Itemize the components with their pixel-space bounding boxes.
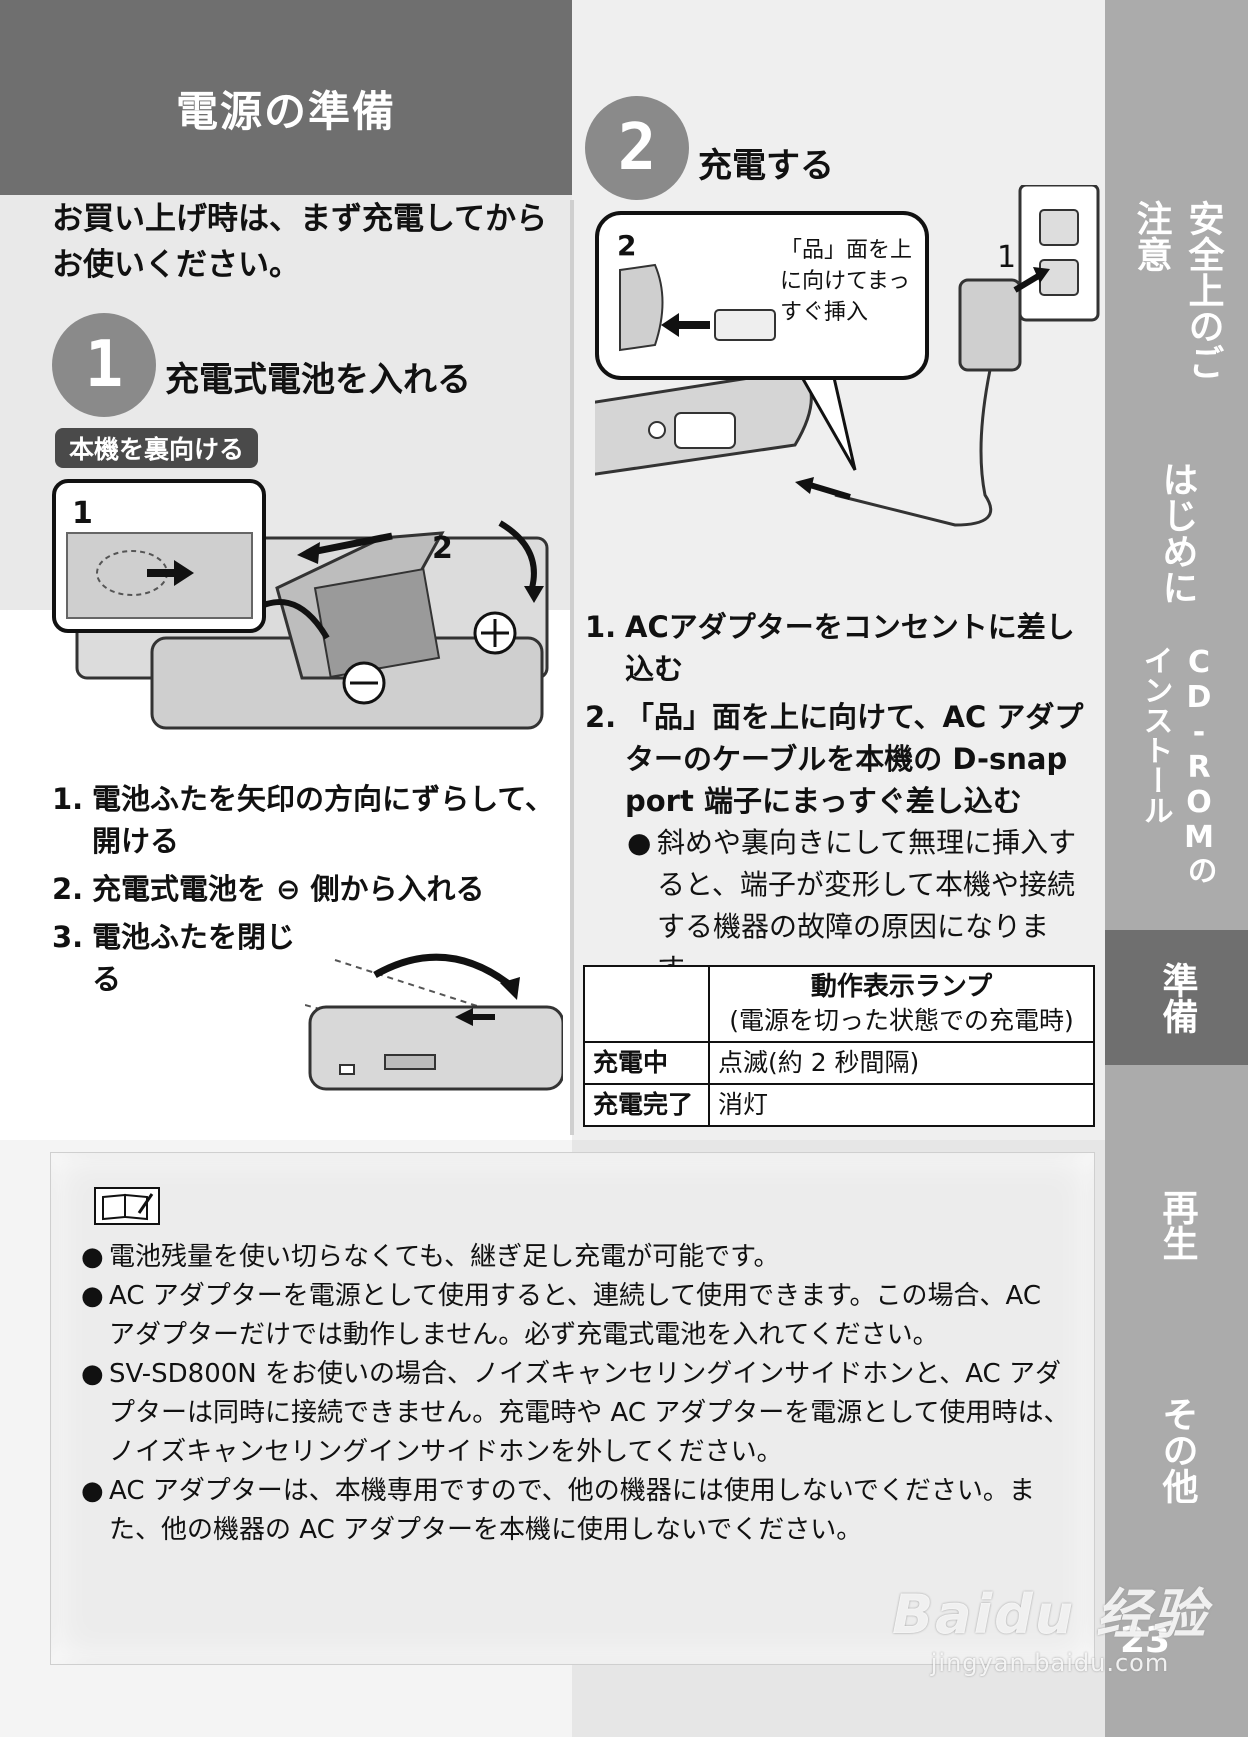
table-subheader: (電源を切った状態での充電時) — [729, 1006, 1074, 1035]
step2-title: 充電する — [698, 146, 834, 186]
tab-introduction[interactable]: はじめに — [1156, 460, 1198, 605]
section-tabs: 安全上のご注意 はじめに CD-ROMのインストール 準備 再生 その他 — [1105, 0, 1248, 1737]
list-item: ●電池残量を使い切らなくても、継ぎ足し充電が可能です。 — [81, 1242, 780, 1272]
tab-safety[interactable]: 安全上のご注意 — [1130, 200, 1224, 380]
step2-instructions: 1.ACアダプターをコンセントに差し込む 2.「品」面を上に向けて、AC アダプ… — [585, 606, 1090, 828]
battery-cover-close-illustration — [305, 953, 563, 1091]
watermark: Baidu 经验 jingyan.baidu.com — [891, 1583, 1208, 1677]
charging-illustration: 2 1 「品」面を上に向けてまっすぐ挿入 — [595, 185, 1100, 527]
charging-inset-label: 2 — [617, 229, 636, 262]
tab-other[interactable]: その他 — [1156, 1396, 1198, 1504]
column-divider — [570, 200, 574, 1135]
list-item: 1.電池ふたを矢印の方向にずらして、開ける — [52, 782, 554, 858]
table-row: 充電完了 消灯 — [583, 1083, 1095, 1127]
list-item: ●SV-SD800N をお使いの場合、ノイズキャンセリングインサイドホンと、AC… — [81, 1359, 1070, 1467]
table-row: 充電中 点滅(約 2 秒間隔) — [583, 1041, 1095, 1085]
step1-number: 1 — [52, 313, 156, 417]
caution-note: ● 斜めや裏向きにして無理に挿入すると、端子が変形して本機や接続する機器の故障の… — [627, 826, 1077, 985]
table-header: 動作表示ランプ — [810, 972, 993, 1002]
tab-playback[interactable]: 再生 — [1156, 1189, 1198, 1261]
memo-box: ●電池残量を使い切らなくても、継ぎ足し充電が可能です。 ●AC アダプターを電源… — [50, 1152, 1095, 1665]
battery-arrow-label: 2 — [432, 531, 453, 566]
turn-over-badge: 本機を裏向ける — [55, 428, 259, 468]
memo-list: ●電池残量を使い切らなくても、継ぎ足し充電が可能です。 ●AC アダプターを電源… — [81, 1238, 1071, 1550]
header-band — [0, 0, 572, 195]
intro-text: お買い上げ時は、まず充電してからお使いください。 — [52, 201, 548, 283]
list-item: 3.電池ふたを閉じる — [52, 920, 296, 996]
memo-book-icon — [94, 1187, 160, 1225]
outlet-label: 1 — [997, 240, 1016, 275]
list-item: ●AC アダプターは、本機専用ですので、他の機器には使用しないでください。また、… — [81, 1476, 1035, 1545]
list-item: 2.充電式電池を ⊖ 側から入れる — [52, 872, 485, 906]
tab-preparation[interactable]: 準備 — [1105, 930, 1248, 1065]
tab-cdrom-install[interactable]: CD-ROMのインストール — [1137, 645, 1217, 885]
page-number: 23 — [1120, 1620, 1171, 1661]
step2-number: 2 — [585, 96, 689, 200]
battery-inset-label: 1 — [72, 496, 93, 531]
list-item: ●AC アダプターを電源として使用すると、連続して使用できます。この場合、AC … — [81, 1281, 1042, 1350]
battery-insert-illustration: 1 2 — [52, 479, 549, 730]
page-title: 電源の準備 — [175, 87, 396, 136]
list-item: 1.ACアダプターをコンセントに差し込む — [585, 610, 1075, 686]
list-item: 2.「品」面を上に向けて、AC アダプターのケーブルを本機の D-snap po… — [585, 700, 1084, 818]
indicator-lamp-table: 動作表示ランプ (電源を切った状態での充電時) 充電中 点滅(約 2 秒間隔) 充… — [583, 965, 1095, 1127]
insert-callout: 「品」面を上に向けてまっすぐ挿入 — [780, 238, 913, 325]
step1-title: 充電式電池を入れる — [165, 360, 471, 400]
step1-instructions: 1.電池ふたを矢印の方向にずらして、開ける 2.充電式電池を ⊖ 側から入れる … — [52, 778, 567, 1006]
